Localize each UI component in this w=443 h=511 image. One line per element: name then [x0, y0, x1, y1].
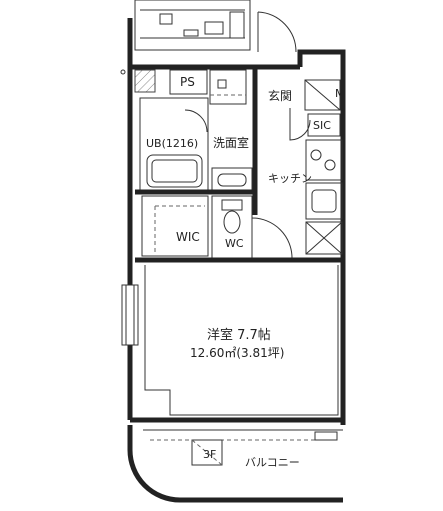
ub-label: UB(1216) [146, 137, 198, 150]
sic-label: SIC [313, 119, 331, 132]
meter-label: M [335, 87, 345, 100]
sic-closet [307, 113, 341, 137]
balcony [127, 425, 343, 503]
pipe-space [209, 69, 247, 105]
wic-label: WIC [176, 230, 200, 244]
western-room-area-label: 12.60㎡(3.81坪) [190, 346, 284, 360]
floor-3f-label: 3F [203, 448, 216, 461]
left-window [121, 284, 139, 346]
entrance-label: 玄関 [268, 88, 292, 103]
kitchen-area [305, 139, 343, 255]
wic-room [141, 195, 209, 257]
upper-unit-fragment [134, 0, 251, 51]
western-room [144, 265, 339, 416]
ps-shaft [169, 69, 208, 95]
ps-label: PS [180, 75, 195, 89]
marker-dot [120, 69, 126, 75]
door-arc-top [257, 11, 297, 53]
left-pillar [134, 69, 156, 93]
western-room-label: 洋室 7.7帖 [207, 327, 271, 343]
outer-walls [127, 18, 346, 425]
wc-room [211, 195, 293, 259]
washroom-label: 洗面室 [213, 135, 249, 150]
balcony-label: バルコニー [245, 456, 300, 469]
wc-label: WC [225, 237, 244, 250]
kitchen-label: キッチン [268, 172, 312, 185]
